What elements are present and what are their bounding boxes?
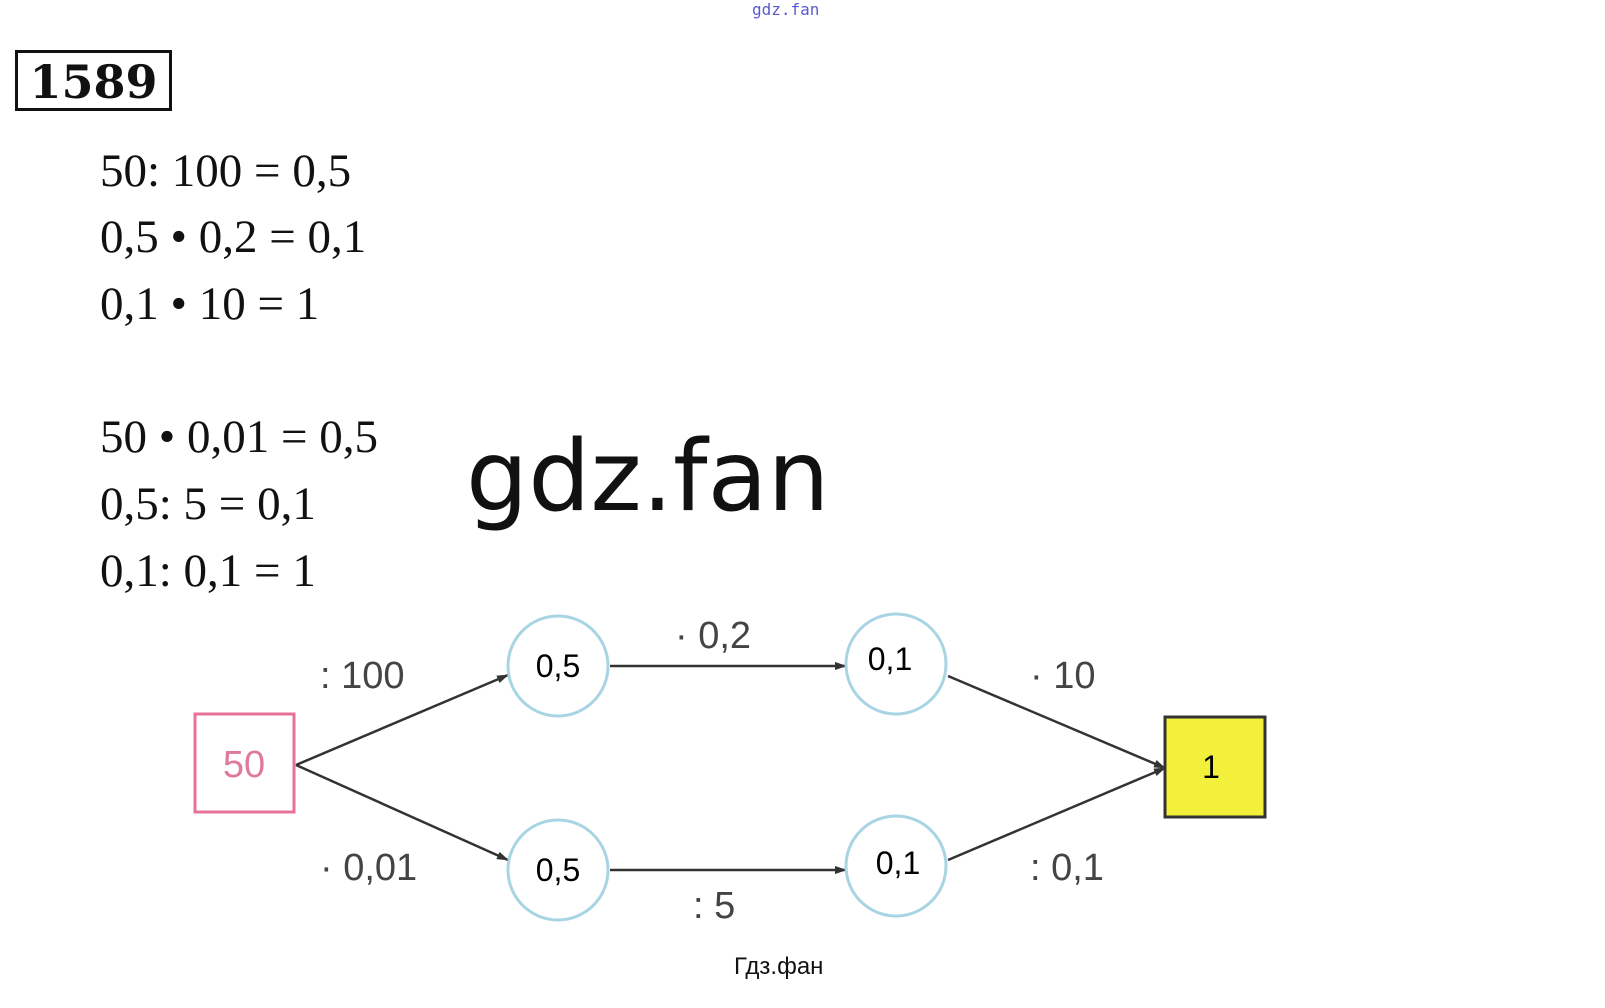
start-value: 50 xyxy=(223,744,265,786)
operation-label: : 0,1 xyxy=(1030,847,1104,889)
node-value: 0,1 xyxy=(868,641,912,677)
arrow xyxy=(295,763,509,862)
node-circle xyxy=(844,612,948,716)
header-watermark: gdz.fan xyxy=(752,0,820,19)
arrow xyxy=(947,766,1166,862)
operation-label: · 0,01 xyxy=(320,847,417,889)
node-value: 0,5 xyxy=(536,648,580,684)
problem-number: 1589 xyxy=(15,50,172,111)
end-value: 1 xyxy=(1202,749,1220,785)
arrow xyxy=(947,674,1166,770)
equation: 50: 100 = 0,5 xyxy=(100,145,352,197)
arrow xyxy=(295,673,509,767)
operation-label: · 10 xyxy=(1030,655,1095,697)
equation: 0,5 • 0,2 = 0,1 xyxy=(100,211,367,263)
node-value: 0,1 xyxy=(876,845,920,881)
watermark: gdz.fan xyxy=(466,420,830,534)
operation-label: · 0,2 xyxy=(675,615,751,657)
node-circle xyxy=(506,614,610,718)
operation-label: : 5 xyxy=(693,885,735,927)
start-box xyxy=(193,712,296,814)
operation-label: : 100 xyxy=(320,655,405,697)
node-circle xyxy=(506,818,610,922)
caption: Гдз.фан xyxy=(734,953,824,980)
equation: 50 • 0,01 = 0,5 xyxy=(100,411,378,463)
equation: 0,1 • 10 = 1 xyxy=(100,278,320,330)
end-box xyxy=(1163,715,1267,819)
node-circle xyxy=(844,814,948,918)
equation: 0,1: 0,1 = 1 xyxy=(100,545,316,597)
node-value: 0,5 xyxy=(536,852,580,888)
equation: 0,5: 5 = 0,1 xyxy=(100,478,316,530)
